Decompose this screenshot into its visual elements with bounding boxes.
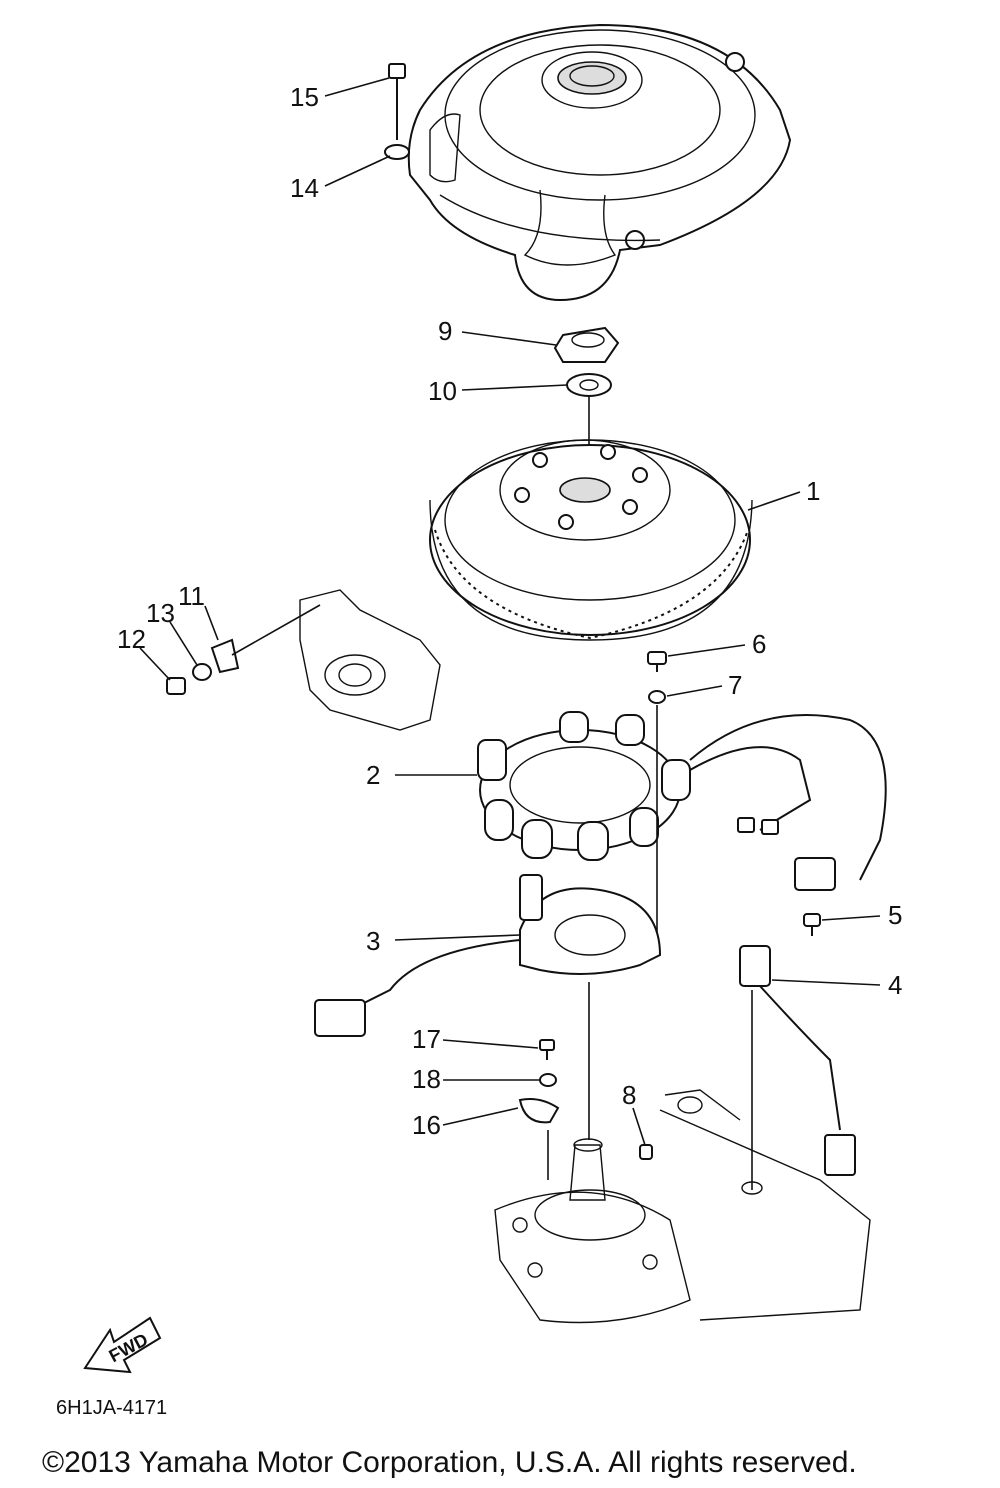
washer-part-13 <box>192 663 212 681</box>
callout-18: 18 <box>412 1064 441 1094</box>
stator-part-2 <box>477 711 887 891</box>
washer-part-7 <box>648 690 666 704</box>
clamp-part-16 <box>518 1098 560 1124</box>
screw-part-5 <box>803 913 821 936</box>
callout-16: 16 <box>412 1110 441 1140</box>
callout-6: 6 <box>752 629 766 659</box>
callout-5: 5 <box>888 900 902 930</box>
callout-9: 9 <box>438 316 452 346</box>
callout-11: 11 <box>178 581 205 611</box>
callout-3: 3 <box>366 926 380 956</box>
callout-12: 12 <box>117 624 146 654</box>
callout-14: 14 <box>290 173 319 203</box>
crankshaft-and-housing <box>494 1089 871 1324</box>
callout-1: 1 <box>806 476 820 506</box>
copyright-notice: ©2013 Yamaha Motor Corporation, U.S.A. A… <box>42 1446 857 1479</box>
screw-part-6 <box>647 651 667 672</box>
callout-15: 15 <box>290 82 319 112</box>
grommet-part-14 <box>384 144 410 160</box>
flywheel-cover <box>407 23 792 302</box>
screw-part-17 <box>539 1039 555 1060</box>
forward-arrow-icon: FWD <box>83 1316 162 1374</box>
bolt-part-15 <box>388 63 406 140</box>
bolt-part-12 <box>166 677 186 695</box>
bracket-part-11 <box>210 604 321 674</box>
diagram-code: 6H1JA-4171 <box>56 1397 167 1419</box>
callout-10: 10 <box>428 376 457 406</box>
washer-part-10 <box>566 373 612 397</box>
callout-4: 4 <box>888 970 902 1000</box>
callout-8: 8 <box>622 1080 636 1110</box>
key-part-8 <box>639 1144 653 1160</box>
connector-part-4 <box>739 945 856 1190</box>
nut-part-9 <box>553 326 620 363</box>
pulser-coil-part-3 <box>314 874 662 1037</box>
callout-leaders <box>139 77 881 1146</box>
callout-7: 7 <box>728 670 742 700</box>
callout-13: 13 <box>146 598 175 628</box>
flywheel-part-1 <box>429 439 753 641</box>
callout-17: 17 <box>412 1024 441 1054</box>
washer-part-18 <box>539 1073 557 1087</box>
mounting-plate <box>299 589 441 731</box>
callout-2: 2 <box>366 760 380 790</box>
callout-numbers: 15 14 9 10 1 11 13 12 6 7 2 5 3 4 17 18 … <box>117 82 902 1140</box>
